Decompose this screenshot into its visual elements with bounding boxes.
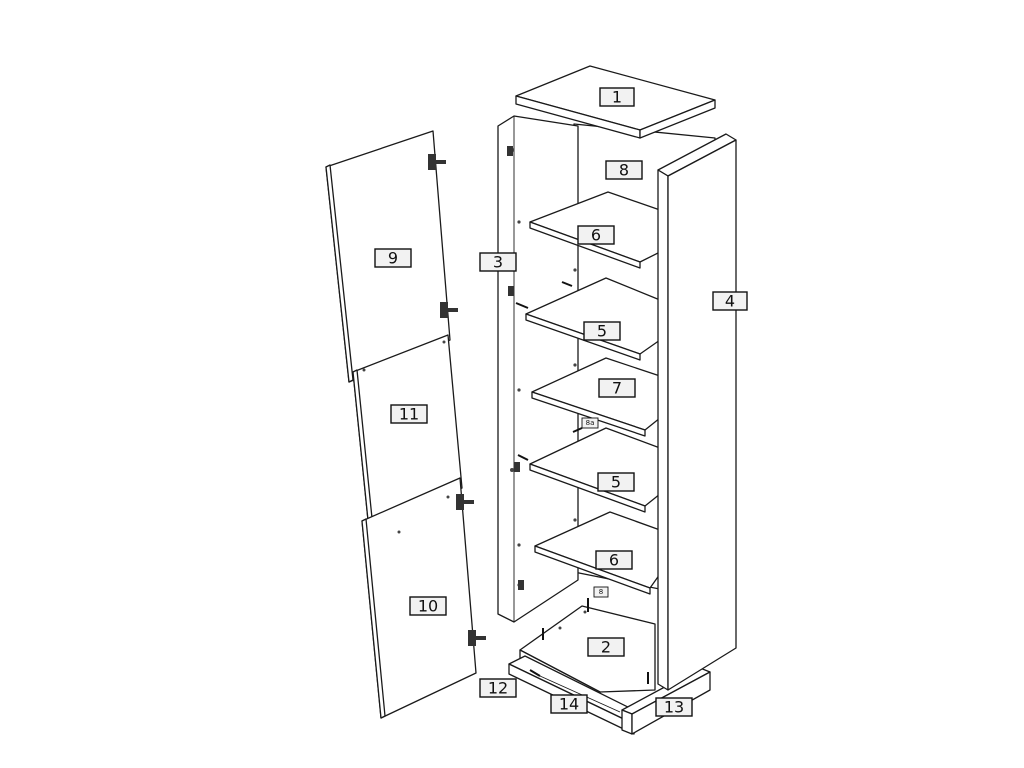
hinge-icon bbox=[514, 462, 520, 472]
part-number: 12 bbox=[488, 679, 508, 698]
hinge-icon bbox=[440, 302, 458, 318]
part-number: 3 bbox=[493, 253, 503, 272]
hinge-icon bbox=[518, 580, 524, 590]
part-number: 1 bbox=[612, 88, 622, 107]
part-number: 7 bbox=[612, 379, 622, 398]
part-label-2: 2 bbox=[587, 637, 625, 657]
hinge-icon bbox=[468, 630, 486, 646]
hinge-icon bbox=[508, 286, 514, 296]
part-number: 8 bbox=[599, 588, 603, 596]
part-label-1: 1 bbox=[599, 87, 635, 107]
hinges bbox=[428, 146, 524, 646]
left-side-panel bbox=[497, 115, 579, 623]
hinge-icon bbox=[456, 494, 474, 510]
part-label-6-bottom: 6 bbox=[595, 550, 633, 570]
shelf-middle bbox=[531, 357, 661, 437]
connectors bbox=[515, 281, 649, 684]
part-number: 6 bbox=[609, 551, 619, 570]
part-label-7: 7 bbox=[598, 378, 636, 398]
part-number: 5 bbox=[597, 322, 607, 341]
part-label-11: 11 bbox=[390, 404, 428, 424]
part-number: 14 bbox=[559, 695, 579, 714]
part-label-8-small: 8 bbox=[593, 586, 609, 598]
part-label-12: 12 bbox=[479, 678, 517, 698]
part-label-14: 14 bbox=[550, 694, 588, 714]
part-number: 9 bbox=[388, 249, 398, 268]
part-number: 13 bbox=[664, 698, 684, 717]
part-label-3: 3 bbox=[479, 252, 517, 272]
part-label-13: 13 bbox=[655, 697, 693, 717]
part-label-6-top: 6 bbox=[577, 225, 615, 245]
door-middle bbox=[352, 334, 463, 531]
part-label-8: 8 bbox=[605, 160, 643, 180]
part-number: 6 bbox=[591, 226, 601, 245]
hinge-icon bbox=[507, 146, 513, 156]
hinge-icon bbox=[428, 154, 446, 170]
part-number: 10 bbox=[418, 597, 438, 616]
part-label-10: 10 bbox=[409, 596, 447, 616]
part-label-5-upper: 5 bbox=[583, 321, 621, 341]
part-number: 11 bbox=[399, 405, 419, 424]
part-label-9: 9 bbox=[374, 248, 412, 268]
part-label-8a: 8a bbox=[581, 417, 599, 429]
part-number: 8 bbox=[619, 161, 629, 180]
part-label-4: 4 bbox=[712, 291, 748, 311]
part-label-5-lower: 5 bbox=[597, 472, 635, 492]
right-side-panel bbox=[657, 133, 737, 691]
part-number: 5 bbox=[611, 473, 621, 492]
part-number: 4 bbox=[725, 292, 735, 311]
part-number: 8a bbox=[586, 419, 595, 427]
part-number: 2 bbox=[601, 638, 611, 657]
